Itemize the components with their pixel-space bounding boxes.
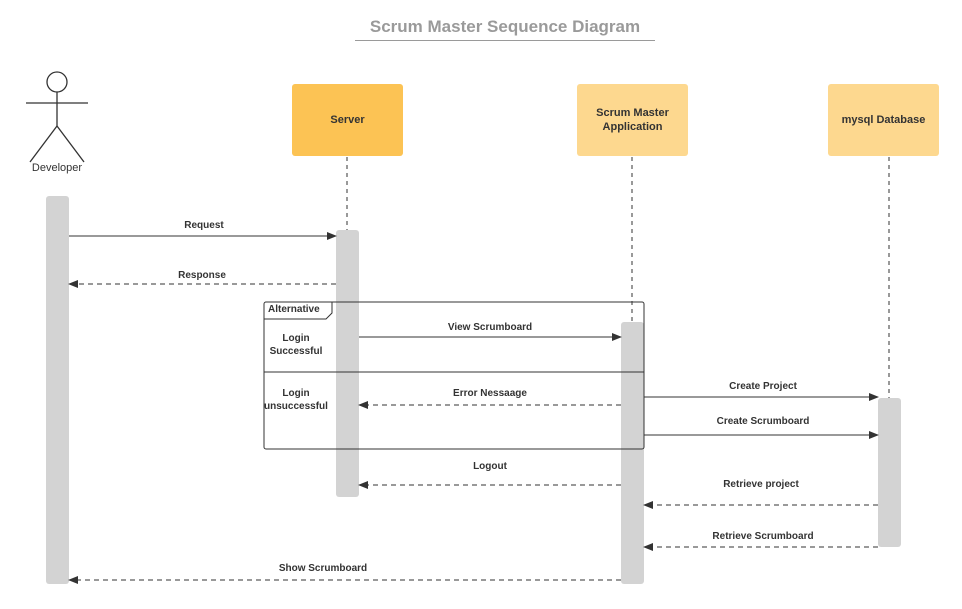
- response-label: Response: [178, 270, 226, 281]
- app-label-line2: Application: [602, 121, 663, 133]
- alternative-fragment-frame: [263, 301, 645, 450]
- title-underline: [355, 40, 655, 41]
- developer-label: Developer: [31, 162, 83, 174]
- request-label: Request: [184, 220, 224, 231]
- db-label: mysql Database: [841, 114, 926, 126]
- app-activation-bar: [621, 322, 644, 584]
- db-activation-bar: [878, 398, 901, 547]
- guard-login-successful: Login Successful: [264, 332, 328, 358]
- server-label: Server: [330, 114, 365, 126]
- developer-activation-bar: [46, 196, 69, 584]
- guard2-line2: unsuccessful: [264, 401, 328, 412]
- create-project-label: Create Project: [729, 381, 797, 392]
- app-label-line1: Scrum Master: [596, 107, 669, 119]
- view-scrumboard-label: View Scrumboard: [447, 322, 533, 333]
- show-scrumboard-label: Show Scrumboard: [278, 563, 368, 574]
- guard2-line1: Login: [282, 388, 310, 399]
- server-participant: Server: [292, 84, 403, 156]
- retrieve-scrumboard-label: Retrieve Scrumboard: [712, 531, 814, 542]
- scrum-master-app-participant: Scrum Master Application: [577, 84, 688, 156]
- server-activation-bar: [336, 230, 359, 497]
- error-message-label: Error Nessaage: [453, 388, 527, 399]
- developer-actor-icon: [26, 71, 88, 163]
- diagram-title: Scrum Master Sequence Diagram: [369, 17, 641, 36]
- retrieve-project-label: Retrieve project: [723, 479, 799, 490]
- create-scrumboard-label: Create Scrumboard: [716, 416, 810, 427]
- mysql-database-participant: mysql Database: [828, 84, 939, 156]
- fragment-label: Alternative: [268, 304, 320, 315]
- guard1-line1: Login: [282, 333, 310, 344]
- guard-login-unsuccessful: Login unsuccessful: [260, 387, 332, 413]
- logout-label: Logout: [473, 461, 507, 472]
- guard1-line2: Successful: [269, 346, 323, 357]
